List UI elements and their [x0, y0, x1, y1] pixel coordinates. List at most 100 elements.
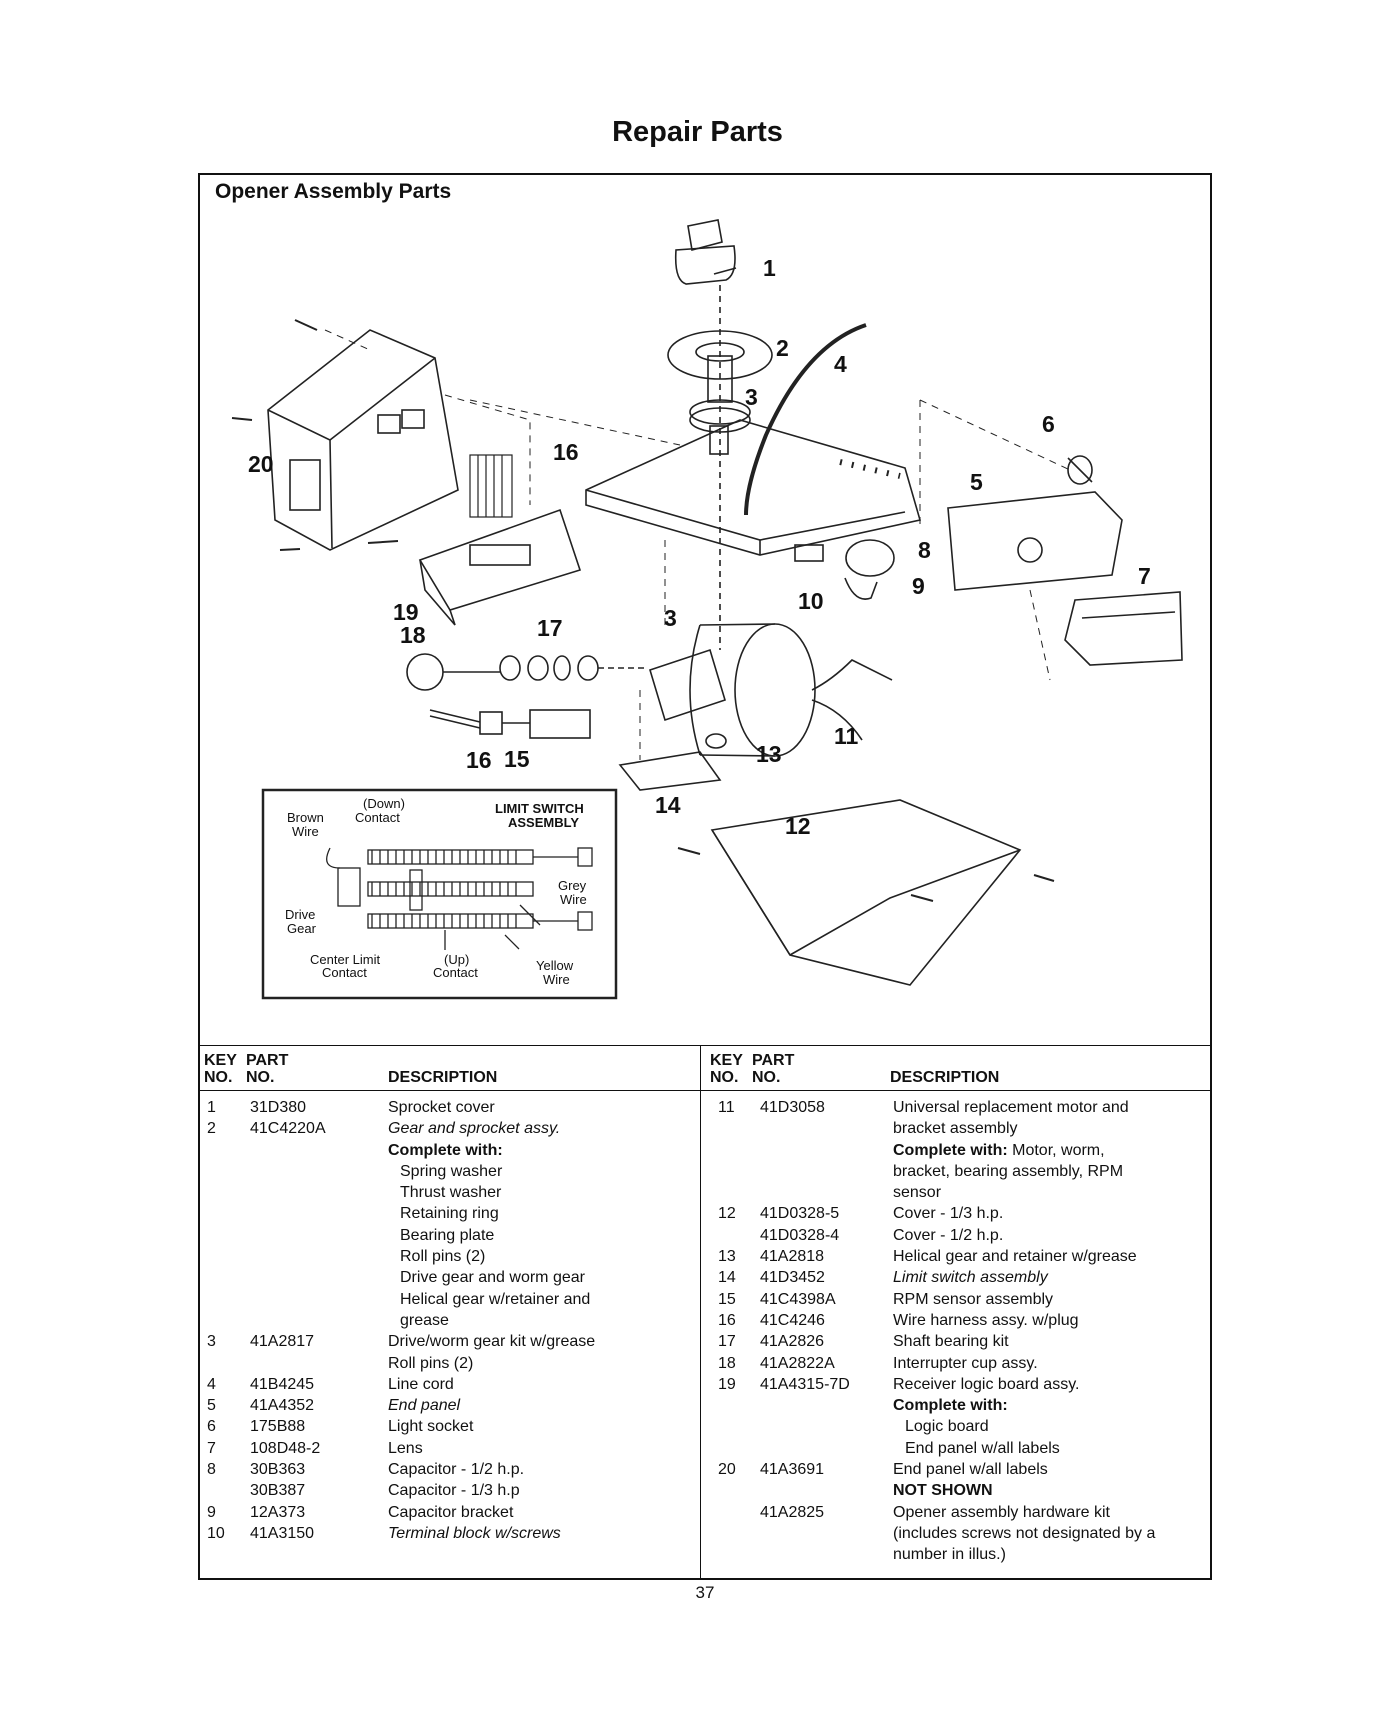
right-row-part-number: 41D0328-4: [760, 1226, 840, 1244]
callout-15: 15: [504, 746, 530, 772]
left-row-key: 7: [207, 1439, 216, 1457]
page-number: 37: [695, 1583, 715, 1602]
left-row-description: Spring washer: [400, 1162, 503, 1180]
inset-down-contact: Contact: [355, 810, 400, 825]
left-row-key: [207, 1203, 225, 1224]
callout-10: 10: [798, 588, 824, 614]
callout-7: 7: [1138, 563, 1151, 589]
callout-11: 11: [834, 723, 859, 749]
callout-9: 9: [912, 573, 925, 599]
inset-down-label: (Down): [363, 796, 405, 811]
terminal-block-part: [794, 544, 824, 562]
callout-17: 17: [537, 615, 563, 641]
inset-up-contact: Contact: [433, 965, 478, 980]
callout-18: 18: [400, 622, 426, 648]
left-row-part-number: 41B4245: [250, 1375, 315, 1393]
right-row-description: NOT SHOWN: [893, 1482, 993, 1500]
left-row-part-number: [250, 1140, 326, 1161]
inset-drive-gear: Gear: [287, 921, 317, 936]
table-header-rule: [198, 1090, 1212, 1091]
right-row-description: bracket assembly: [893, 1120, 1018, 1138]
left-row-description: Terminal block w/screws: [388, 1524, 561, 1542]
left-row-description: Helical gear w/retainer and: [400, 1290, 591, 1308]
right-row-key: 14: [718, 1269, 736, 1287]
left-row-description: Capacitor - 1/2 h.p.: [388, 1461, 525, 1479]
inset-center-label: Center Limit: [310, 952, 380, 967]
right-row-description: sensor: [893, 1184, 942, 1202]
rpm-sensor-part: [429, 709, 591, 739]
left-row-description: Light socket: [388, 1418, 474, 1436]
left-row-description: Line cord: [388, 1375, 454, 1393]
left-row-description: Capacitor - 1/3 h.p: [388, 1482, 520, 1500]
right-row-part-number: 41C4246: [760, 1311, 825, 1329]
left-row-key: [207, 1140, 225, 1161]
right-row-part-number: [760, 1118, 850, 1139]
table-top-rule: [198, 1045, 1212, 1046]
right-row-part-number: 41A4315-7D: [760, 1375, 850, 1393]
left-row-part-number: 175B88: [250, 1418, 306, 1436]
left-row-key: 1: [207, 1099, 216, 1116]
left-row-key: [207, 1480, 225, 1501]
left-row-key: 6: [207, 1418, 216, 1436]
callout-16-top: 16: [553, 439, 579, 465]
left-row-description: Retaining ring: [400, 1205, 499, 1223]
inset-brown-label: Brown: [287, 810, 324, 825]
left-row-part-number: [250, 1225, 326, 1246]
left-row-key: 2: [207, 1120, 216, 1138]
right-row-key: 13: [718, 1248, 736, 1266]
light-socket-part: [1067, 455, 1093, 485]
right-row-key: [718, 1544, 736, 1565]
left-row-key: [207, 1289, 225, 1310]
inset-drive-label: Drive: [285, 907, 315, 922]
left-header-desc: DESCRIPTION: [388, 1069, 498, 1086]
right-row-part-number: 41A2818: [760, 1248, 825, 1266]
inset-center-contact: Contact: [322, 965, 367, 980]
right-header-desc: DESCRIPTION: [890, 1069, 1000, 1086]
right-row-part-number: [760, 1140, 850, 1161]
left-row-part-number: 108D48-2: [250, 1439, 321, 1457]
left-row-part-number: [250, 1267, 326, 1288]
left-row-key: 5: [207, 1397, 216, 1415]
left-row-key: 9: [207, 1503, 216, 1521]
right-row-part-number: 41A3691: [760, 1461, 825, 1479]
right-row-key: 15: [718, 1290, 736, 1308]
right-row-part-number: [760, 1438, 850, 1459]
right-row-description: Receiver logic board assy.: [893, 1375, 1080, 1393]
right-row-description: (includes screws not designated by a: [893, 1524, 1156, 1542]
left-row-description: Thrust washer: [400, 1184, 502, 1202]
right-row-part-number: [760, 1544, 850, 1565]
left-row-key: 8: [207, 1461, 216, 1479]
right-row-key: [718, 1438, 736, 1459]
table-center-divider: [700, 1045, 701, 1580]
left-row-description: Gear and sprocket assy.: [388, 1120, 561, 1138]
left-row-description: Roll pins (2): [400, 1248, 486, 1266]
left-row-part-number: [250, 1161, 326, 1182]
inset-grey-wire: Wire: [560, 892, 587, 907]
right-row-key: [718, 1480, 736, 1501]
right-row-description: Cover - 1/3 h.p.: [893, 1205, 1004, 1223]
left-row-key: 3: [207, 1333, 216, 1351]
right-row-description: Limit switch assembly: [893, 1269, 1048, 1287]
inset-brown-wire: Wire: [292, 824, 319, 839]
right-row-key: [718, 1140, 736, 1161]
left-row-part-number: 41A4352: [250, 1397, 315, 1415]
parts-frame: [198, 173, 1212, 1580]
inset-yellow-label: Yellow: [536, 958, 574, 973]
left-row-part-number: [250, 1353, 326, 1374]
left-row-part-number: 41C4220A: [250, 1120, 326, 1138]
right-row-key: [718, 1182, 736, 1203]
right-row-description: Shaft bearing kit: [893, 1333, 1009, 1351]
logic-board-part: [418, 508, 582, 626]
inset-yellow-wire: Wire: [543, 972, 570, 987]
inset-up-label: (Up): [444, 952, 469, 967]
left-row-key: [207, 1225, 225, 1246]
left-row-part-number: 41A2817: [250, 1333, 315, 1351]
chassis-plate: [585, 419, 922, 556]
right-row-description: End panel w/all labels: [893, 1461, 1048, 1479]
left-row-part-number: [250, 1246, 326, 1267]
right-row-description: Universal replacement motor and: [893, 1099, 1129, 1116]
callout-16-bottom: 16: [466, 747, 492, 773]
